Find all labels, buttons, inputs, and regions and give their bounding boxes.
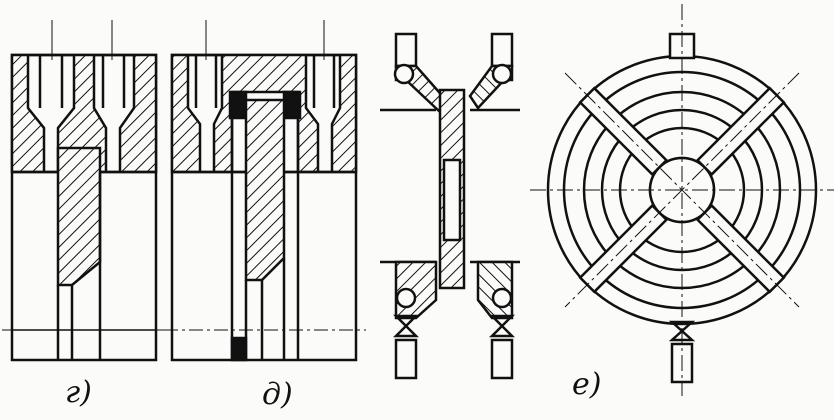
bottom-valve — [668, 320, 696, 342]
insert-pin-g — [56, 146, 102, 287]
upper-right-stub — [490, 32, 514, 68]
seal-ring-right — [282, 90, 302, 120]
lower-left-stub — [394, 338, 418, 380]
seal-ring-left — [228, 90, 248, 120]
upper-left-stub — [394, 32, 418, 68]
panel-d — [170, 53, 358, 362]
upper-left-ball — [393, 63, 415, 85]
panel-slide-gate — [380, 32, 520, 380]
center-lines-e — [530, 4, 834, 396]
lower-left-ball — [395, 287, 417, 309]
upper-right-ball — [491, 63, 513, 85]
label-g: г) — [65, 375, 92, 410]
slide-window — [442, 158, 462, 242]
panel-g — [10, 53, 158, 362]
label-e: е) — [572, 367, 601, 402]
label-d: д) — [262, 377, 293, 412]
lower-right-stub — [490, 338, 514, 380]
valve-left — [392, 314, 420, 338]
lower-right-ball — [491, 287, 513, 309]
bottom-bar-d — [230, 336, 248, 362]
valve-right — [488, 314, 516, 338]
core-pin-d — [244, 98, 286, 282]
